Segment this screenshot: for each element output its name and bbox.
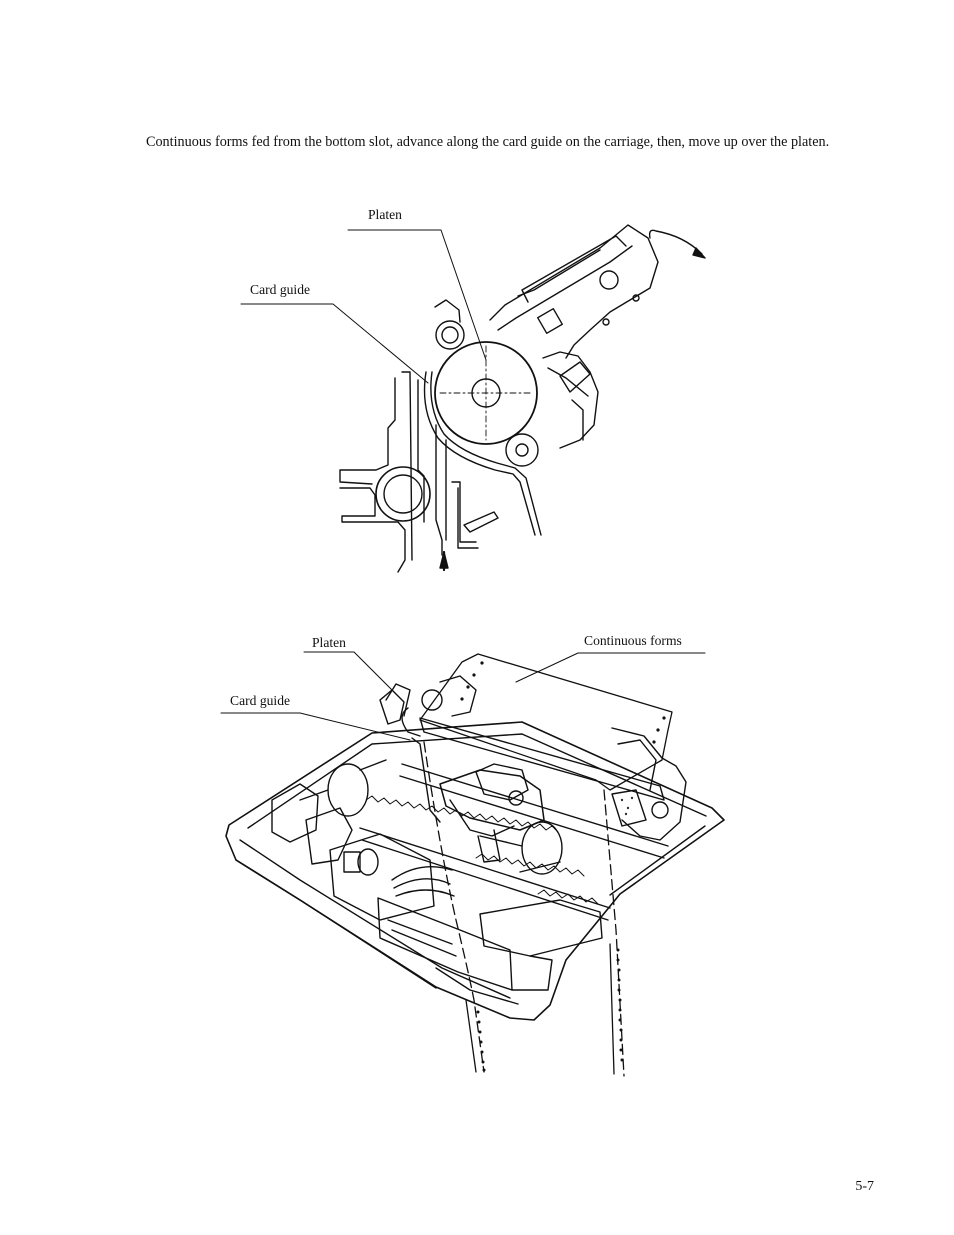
figure-2-printer-iso [220,651,725,1077]
fig1-platen-label: Platen [368,207,402,222]
page-number: 5-7 [855,1179,874,1194]
fig2-card-guide-label: Card guide [230,693,291,708]
fig1-card-guide-label: Card guide [250,282,311,297]
figure-1-cross-section [240,224,706,573]
body-paragraph: Continuous forms fed from the bottom slo… [146,134,830,150]
fig2-continuous-forms-label: Continuous forms [584,633,682,648]
fig2-platen-label: Platen [312,635,346,650]
